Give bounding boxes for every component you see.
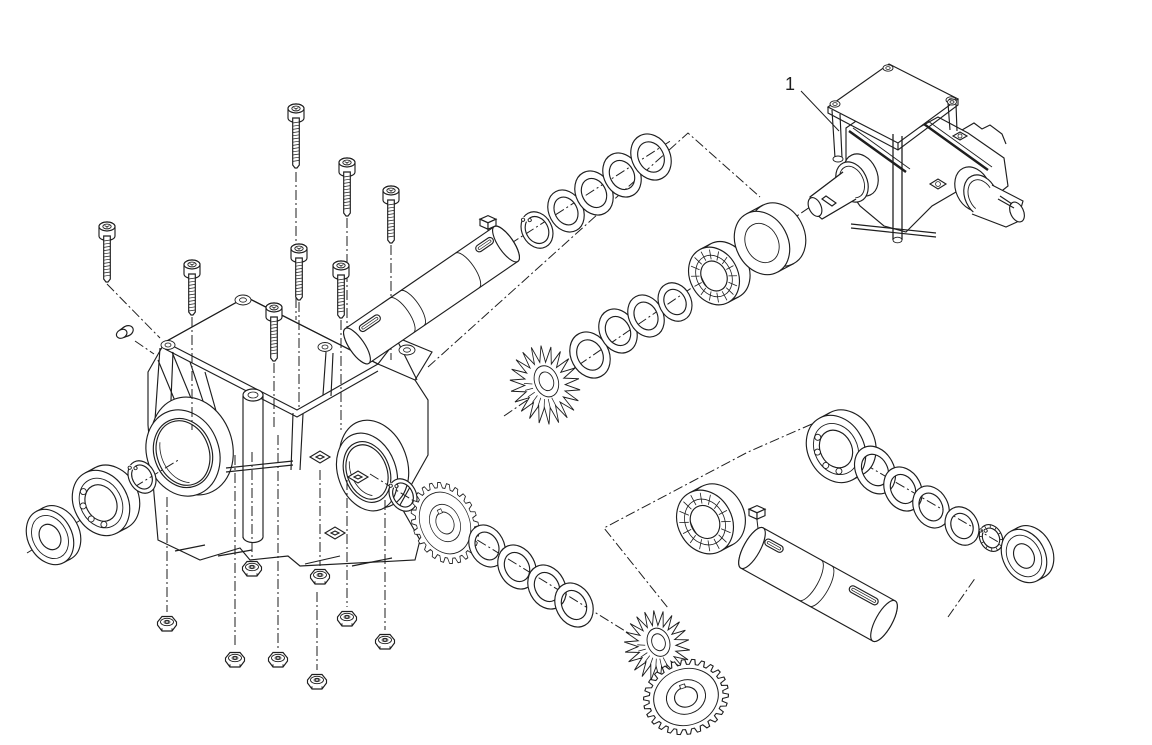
tapered-roller-bearing: [675, 483, 746, 555]
explode-path: [603, 423, 813, 609]
bevel-pinion-gear: [624, 610, 690, 682]
bearing-cup: [733, 202, 807, 276]
socket-head-bolt: [338, 157, 356, 217]
ball-bearing: [71, 464, 141, 537]
hex-nut: [224, 651, 246, 668]
snap-ring: [520, 211, 554, 249]
callout-1: 1: [785, 74, 840, 132]
tapered-roller-bearing: [687, 241, 751, 306]
shim-washer: [569, 331, 611, 379]
square-key: [747, 504, 767, 521]
explode-path: [947, 576, 977, 618]
hex-nut: [336, 610, 358, 627]
callout-leader-line: [800, 90, 840, 132]
hex-nut: [156, 615, 178, 632]
shim-washer: [554, 582, 594, 628]
gearbox-housing: [145, 294, 433, 567]
oil-seal: [25, 505, 82, 566]
gearbox-assembly: [807, 63, 1025, 244]
hex-nut: [309, 568, 331, 585]
socket-head-bolt: [332, 260, 350, 319]
shim-washer: [883, 466, 923, 512]
socket-head-bolt: [183, 259, 201, 316]
shim-washer: [574, 170, 614, 216]
oil-seal: [1000, 525, 1055, 584]
shim-washer: [497, 544, 537, 590]
shim-washer: [527, 564, 567, 610]
explode-path: [427, 132, 761, 368]
square-key: [478, 214, 498, 231]
shim-washer: [657, 282, 693, 322]
shim-washer: [853, 445, 897, 495]
socket-head-bolt: [265, 302, 283, 362]
input-shaft: [343, 225, 520, 365]
hex-nut: [241, 560, 263, 577]
plug-axis: [134, 340, 155, 355]
plug: [115, 325, 134, 339]
shim-washer: [630, 133, 672, 181]
snap-ring: [978, 524, 1004, 552]
shim-washer: [602, 152, 642, 198]
callout-label: 1: [785, 74, 795, 94]
shim-washer: [468, 524, 506, 568]
bevel-gear: [509, 345, 581, 425]
bevel-gear: [410, 482, 480, 564]
shim-washer: [944, 506, 980, 546]
socket-head-bolt: [290, 243, 308, 301]
hex-nut: [374, 633, 396, 650]
bolt-axis: [106, 283, 161, 339]
shaft-axis: [509, 139, 673, 245]
hex-nut: [267, 651, 289, 668]
snap-ring: [388, 478, 418, 512]
hex-nut: [306, 673, 328, 690]
socket-head-bolt: [382, 185, 400, 244]
snap-ring: [127, 460, 157, 494]
socket-head-bolt: [287, 103, 305, 169]
bevel-gear: [642, 658, 730, 736]
output-shaft: [738, 526, 898, 643]
shim-washer: [912, 485, 950, 529]
socket-head-bolt: [98, 221, 116, 283]
